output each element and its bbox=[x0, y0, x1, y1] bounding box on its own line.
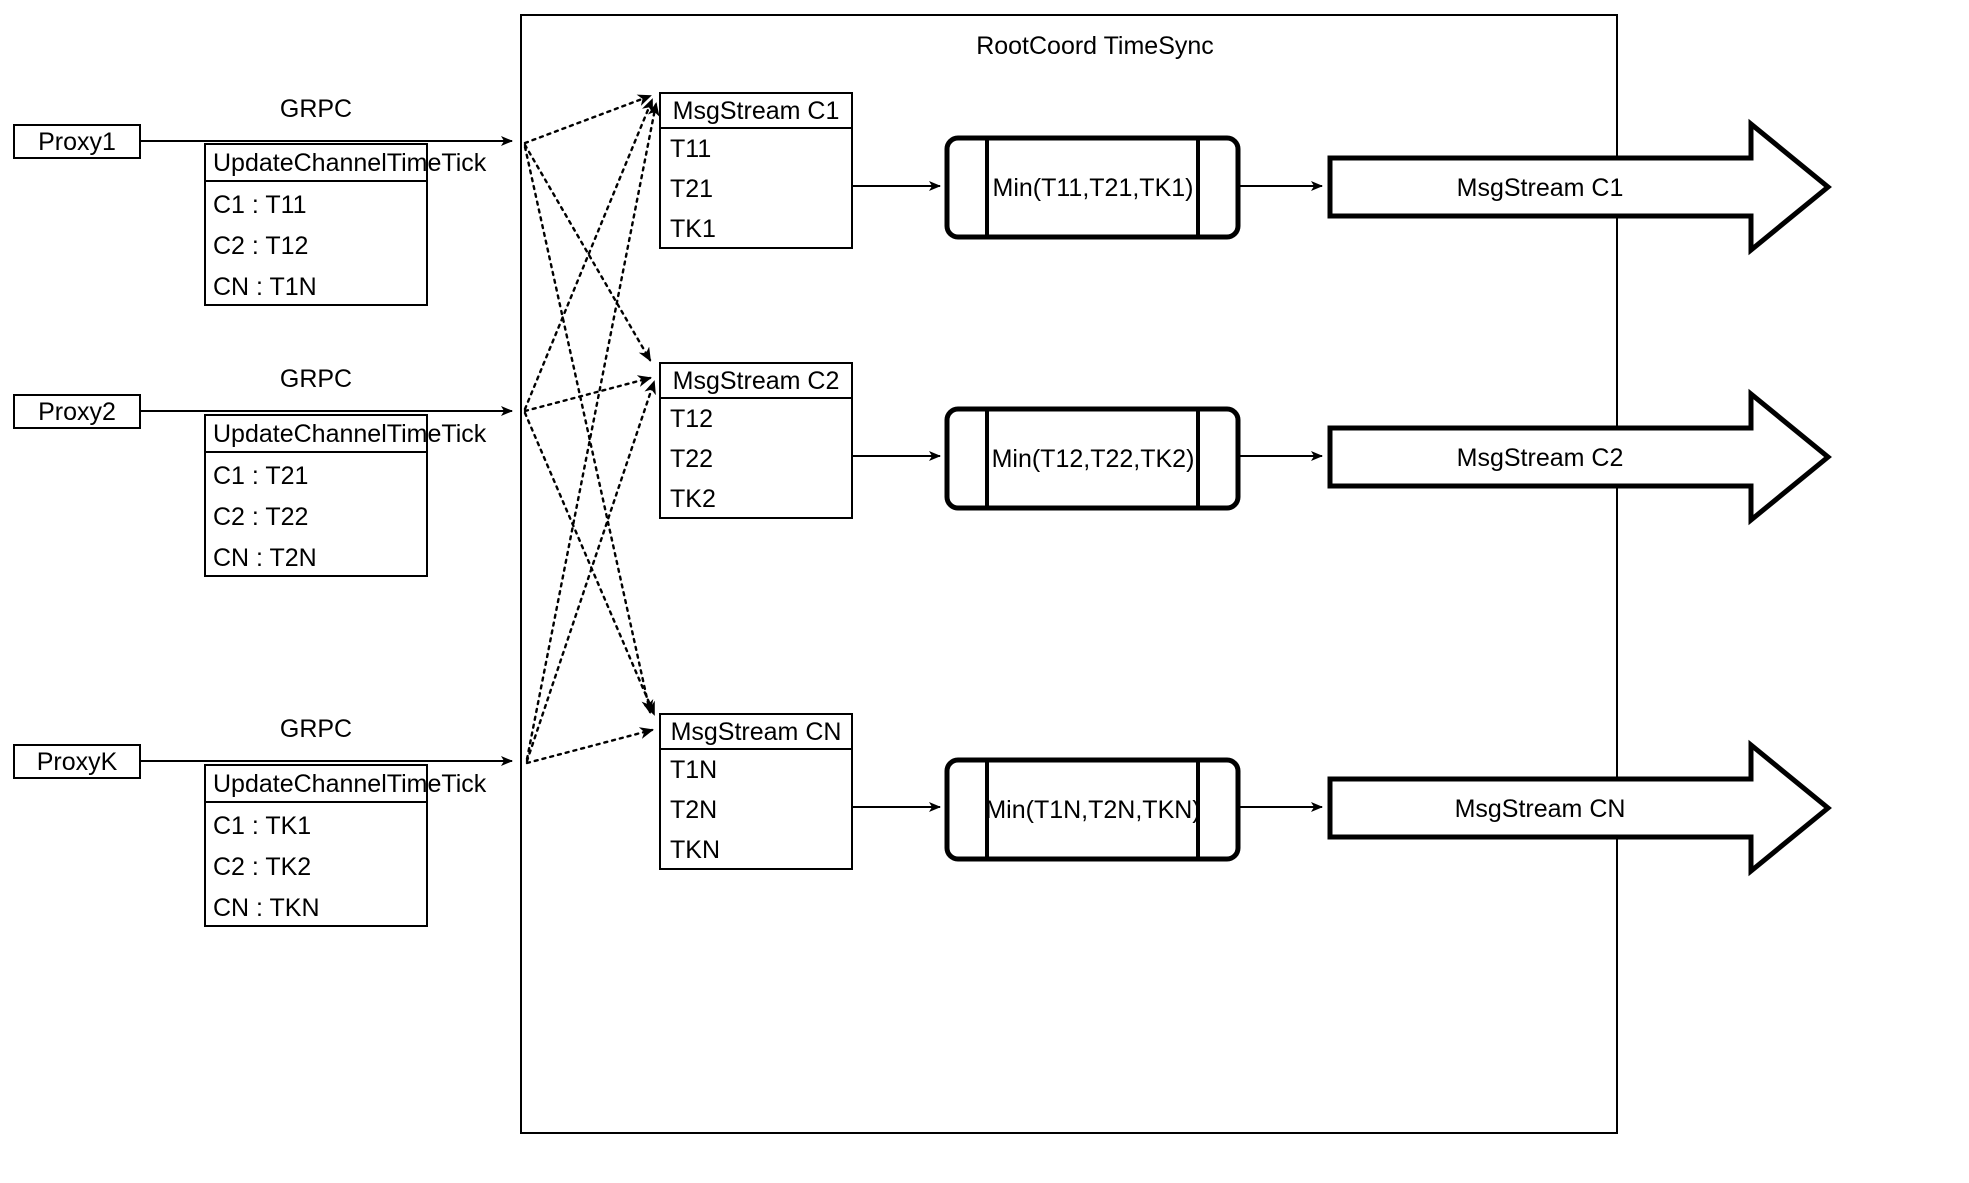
fanout-pk-c1 bbox=[525, 102, 660, 761]
proxy-group-1: Proxy1 GRPC UpdateChannelTimeTick C1 : T… bbox=[13, 95, 513, 306]
card-title-1: UpdateChannelTimeTick bbox=[213, 149, 487, 177]
min-process-box-3: Min(T1N,T2N,TKN) bbox=[944, 757, 1241, 862]
proxy-box-3[interactable] bbox=[13, 744, 141, 779]
msgstream-row-3-1: T2N bbox=[670, 796, 717, 824]
proxy-group-2: Proxy2 GRPC UpdateChannelTimeTick C1 : T… bbox=[13, 365, 513, 577]
msgstream-row-1-0: T11 bbox=[670, 135, 711, 163]
msgstream-row-1-1: T21 bbox=[670, 175, 713, 203]
update-channel-timetick-card-2: UpdateChannelTimeTick C1 : T21 C2 : T22 … bbox=[204, 414, 487, 577]
msgstream-table-2: MsgStream C2 T12 T22 TK2 bbox=[659, 362, 853, 519]
card-row-1-0: C1 : T11 bbox=[213, 191, 307, 219]
fanout-p1-c2 bbox=[523, 143, 652, 362]
msgstream-row-3-0: T1N bbox=[670, 756, 717, 784]
msgstream-title-3: MsgStream CN bbox=[671, 718, 842, 746]
fanout-p1-cn bbox=[523, 145, 654, 714]
update-channel-timetick-card-3: UpdateChannelTimeTick C1 : TK1 C2 : TK2 … bbox=[204, 764, 487, 927]
output-label-2: MsgStream C2 bbox=[1457, 444, 1624, 472]
card-row-3-2: CN : TKN bbox=[213, 894, 320, 922]
msgstream-row-2-1: T22 bbox=[670, 445, 713, 473]
msgstream-title-1: MsgStream C1 bbox=[673, 97, 840, 125]
fanout-p2-c1 bbox=[523, 98, 654, 411]
min-process-label-1: Min(T11,T21,TK1) bbox=[993, 174, 1194, 202]
card-row-1-2: CN : T1N bbox=[213, 273, 317, 301]
container-title: RootCoord TimeSync bbox=[976, 32, 1214, 60]
output-label-1: MsgStream C1 bbox=[1457, 174, 1624, 202]
min-process-box-2: Min(T12,T22,TK2) bbox=[944, 406, 1241, 511]
fanout-pk-cn bbox=[525, 727, 654, 765]
msgstream-row-1-2: TK1 bbox=[670, 215, 716, 243]
fanout-p2-cn bbox=[523, 411, 656, 716]
output-block-arrow-1: MsgStream C1 bbox=[1327, 118, 1832, 256]
card-row-2-0: C1 : T21 bbox=[213, 462, 308, 490]
min-process-label-2: Min(T12,T22,TK2) bbox=[992, 445, 1195, 473]
msgstream-table-3: MsgStream CN T1N T2N TKN bbox=[659, 713, 853, 870]
min-process-box-1: Min(T11,T21,TK1) bbox=[944, 135, 1241, 240]
card-row-3-0: C1 : TK1 bbox=[213, 812, 311, 840]
msgstream-row-3-2: TKN bbox=[670, 836, 720, 864]
card-row-1-1: C2 : T12 bbox=[213, 232, 308, 260]
msgstream-row-2-2: TK2 bbox=[670, 485, 716, 513]
card-row-3-1: C2 : TK2 bbox=[213, 853, 311, 881]
grpc-label-3: GRPC bbox=[280, 715, 352, 743]
output-block-arrow-3: MsgStream CN bbox=[1327, 739, 1832, 877]
grpc-label-2: GRPC bbox=[280, 365, 352, 393]
timetick-fanout-connectors bbox=[523, 94, 660, 765]
update-channel-timetick-card-1: UpdateChannelTimeTick C1 : T11 C2 : T12 … bbox=[204, 143, 487, 306]
proxy-group-3: ProxyK GRPC UpdateChannelTimeTick C1 : T… bbox=[13, 715, 513, 927]
msgstream-title-2: MsgStream C2 bbox=[673, 367, 840, 395]
output-block-arrow-2: MsgStream C2 bbox=[1327, 388, 1832, 526]
channel-group-3: MsgStream CN T1N T2N TKN Min(T1N,T2N,TKN… bbox=[659, 713, 1832, 877]
grpc-label-1: GRPC bbox=[280, 95, 352, 123]
proxy-box-1[interactable] bbox=[13, 124, 141, 159]
proxy-label-2: Proxy2 bbox=[38, 398, 116, 426]
card-title-2: UpdateChannelTimeTick bbox=[213, 420, 487, 448]
fanout-p1-c1 bbox=[523, 94, 652, 145]
card-row-2-1: C2 : T22 bbox=[213, 503, 308, 531]
proxy-label-3: ProxyK bbox=[37, 748, 118, 776]
channel-group-1: MsgStream C1 T11 T21 TK1 Min(T11,T21,TK1… bbox=[659, 92, 1832, 256]
fanout-p2-c2 bbox=[523, 375, 652, 413]
proxy-label-1: Proxy1 bbox=[38, 128, 116, 156]
msgstream-table-1: MsgStream C1 T11 T21 TK1 bbox=[659, 92, 853, 249]
channel-group-2: MsgStream C2 T12 T22 TK2 Min(T12,T22,TK2… bbox=[659, 362, 1832, 526]
msgstream-row-2-0: T12 bbox=[670, 405, 713, 433]
card-row-2-2: CN : T2N bbox=[213, 544, 317, 572]
output-label-3: MsgStream CN bbox=[1455, 795, 1626, 823]
min-process-label-3: Min(T1N,T2N,TKN) bbox=[985, 796, 1200, 824]
card-title-3: UpdateChannelTimeTick bbox=[213, 770, 487, 798]
fanout-pk-c2 bbox=[525, 380, 656, 763]
